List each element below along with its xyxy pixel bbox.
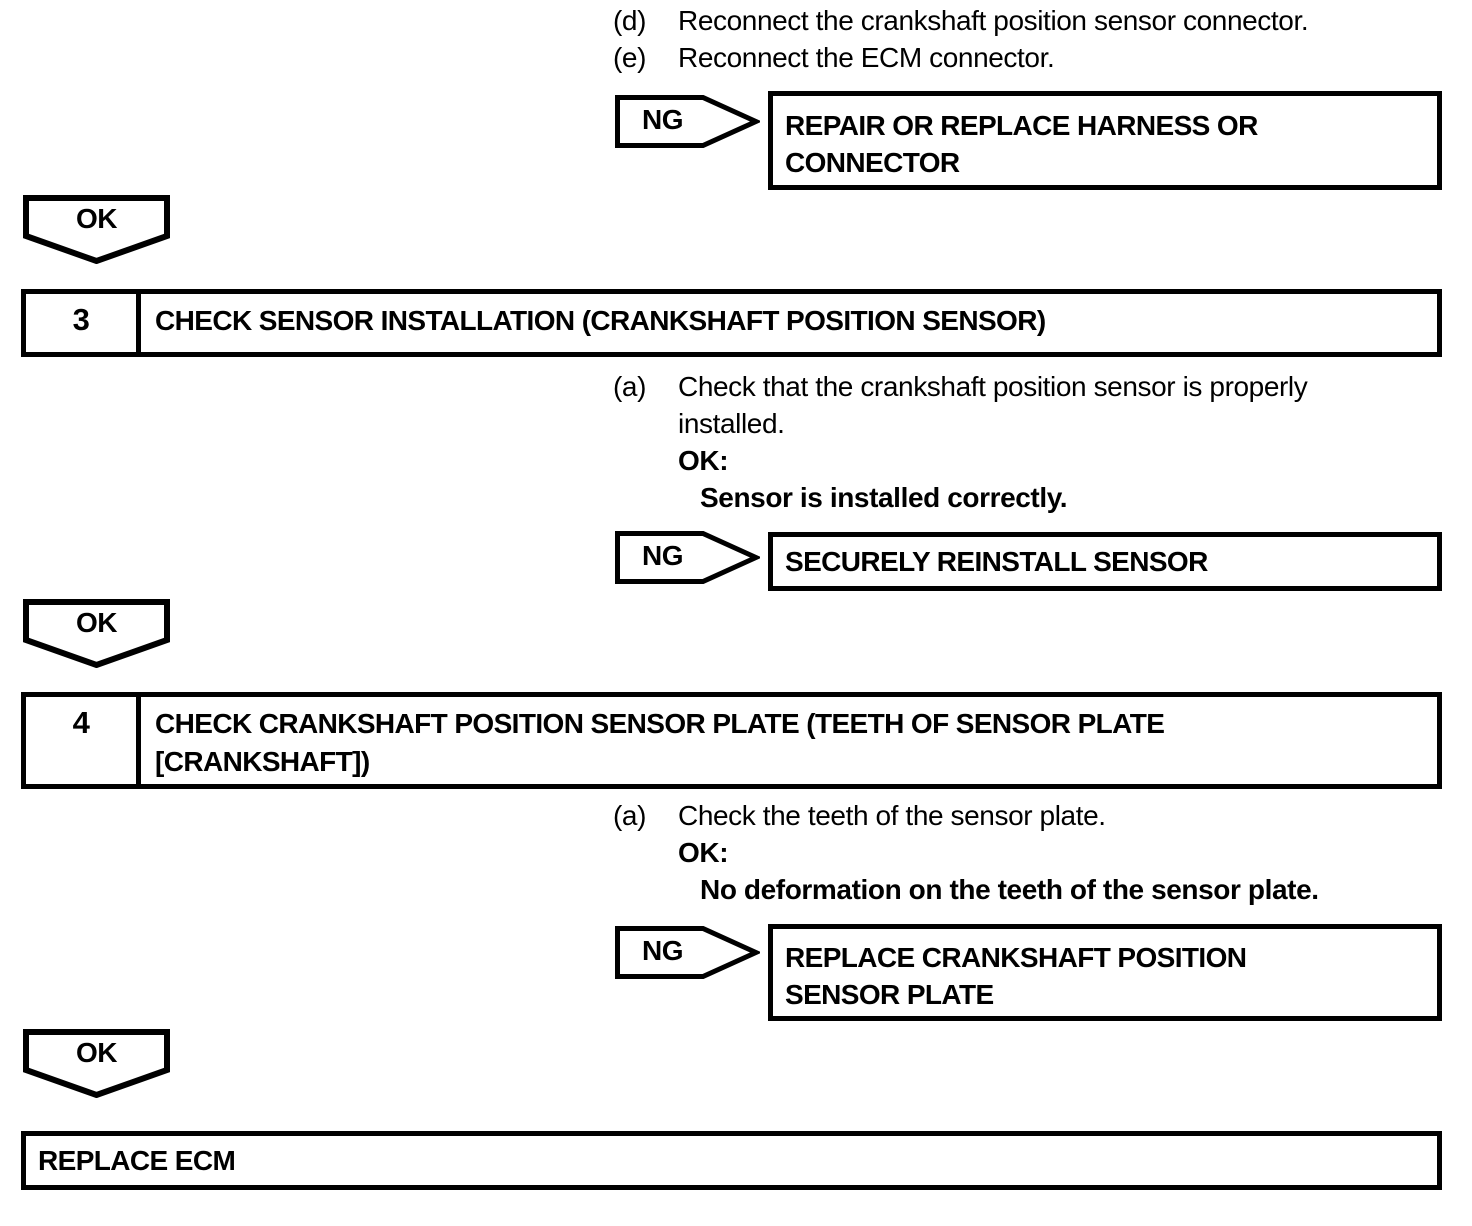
ng-arrow-icon <box>615 926 760 979</box>
ng-label: NG <box>642 540 684 571</box>
result-line: REPLACE CRANKSHAFT POSITION <box>785 942 1247 973</box>
instruction-line: Check the teeth of the sensor plate. <box>678 800 1106 831</box>
intro-substep-d: (d) Reconnect the crankshaft position se… <box>613 2 1309 39</box>
ok-criteria: No deformation on the teeth of the senso… <box>700 874 1319 905</box>
ok-heading: OK: <box>678 837 729 868</box>
ng-connector-2: NG <box>615 531 760 584</box>
result-line: REPAIR OR REPLACE HARNESS OR <box>785 110 1258 141</box>
ng-connector-1: NG <box>615 95 760 148</box>
substep-label: (d) <box>613 5 647 36</box>
result-box-repair-harness: REPAIR OR REPLACE HARNESS OR CONNECTOR <box>768 91 1442 190</box>
step-title-line: CHECK CRANKSHAFT POSITION SENSOR PLATE (… <box>155 708 1165 739</box>
ok-criteria: Sensor is installed correctly. <box>700 482 1068 513</box>
substep-label: (a) <box>613 371 647 402</box>
ng-arrow-icon <box>615 531 760 584</box>
result-line: SENSOR PLATE <box>785 979 994 1010</box>
substep-label: (a) <box>613 800 647 831</box>
ng-label: NG <box>642 104 684 135</box>
result-line: SECURELY REINSTALL SENSOR <box>785 546 1208 577</box>
step4-substep-a: (a) Check the teeth of the sensor plate.… <box>613 797 1319 908</box>
ok-pentagon-icon <box>23 195 170 264</box>
instruction-line: Check that the crankshaft position senso… <box>678 371 1308 402</box>
final-action-label: REPLACE ECM <box>38 1145 236 1176</box>
intro-substep-e: (e) Reconnect the ECM connector. <box>613 39 1308 76</box>
instruction-line: installed. <box>678 408 785 439</box>
substep-text: Reconnect the ECM connector. <box>678 42 1055 73</box>
result-box-reinstall-sensor: SECURELY REINSTALL SENSOR <box>768 532 1442 591</box>
step3-substep-a: (a) Check that the crankshaft position s… <box>613 368 1308 516</box>
result-line: CONNECTOR <box>785 147 960 178</box>
step-title-line: [CRANKSHAFT]) <box>155 746 370 777</box>
ng-arrow-icon <box>615 95 760 148</box>
ng-label: NG <box>642 935 684 966</box>
ok-connector-3: OK <box>23 1029 170 1098</box>
ok-pentagon-icon <box>23 1029 170 1098</box>
substep-text: Reconnect the crankshaft position sensor… <box>678 5 1309 36</box>
step-number: 4 <box>26 697 141 784</box>
substep-label: (e) <box>613 42 647 73</box>
result-box-replace-sensor-plate: REPLACE CRANKSHAFT POSITION SENSOR PLATE <box>768 924 1442 1021</box>
step-title: CHECK SENSOR INSTALLATION (CRANKSHAFT PO… <box>155 305 1046 336</box>
step-number: 3 <box>26 294 141 352</box>
ok-connector-1: OK <box>23 195 170 264</box>
ok-label: OK <box>76 1037 118 1068</box>
intro-substeps: (d) Reconnect the crankshaft position se… <box>613 2 1309 76</box>
ok-heading: OK: <box>678 445 729 476</box>
ok-label: OK <box>76 607 118 638</box>
final-action-box: REPLACE ECM <box>21 1131 1442 1190</box>
ok-pentagon-icon <box>23 599 170 668</box>
ok-label: OK <box>76 203 118 234</box>
step3-header-box: 3 CHECK SENSOR INSTALLATION (CRANKSHAFT … <box>21 289 1442 357</box>
ng-connector-3: NG <box>615 926 760 979</box>
step4-header-box: 4 CHECK CRANKSHAFT POSITION SENSOR PLATE… <box>21 692 1442 789</box>
ok-connector-2: OK <box>23 599 170 668</box>
